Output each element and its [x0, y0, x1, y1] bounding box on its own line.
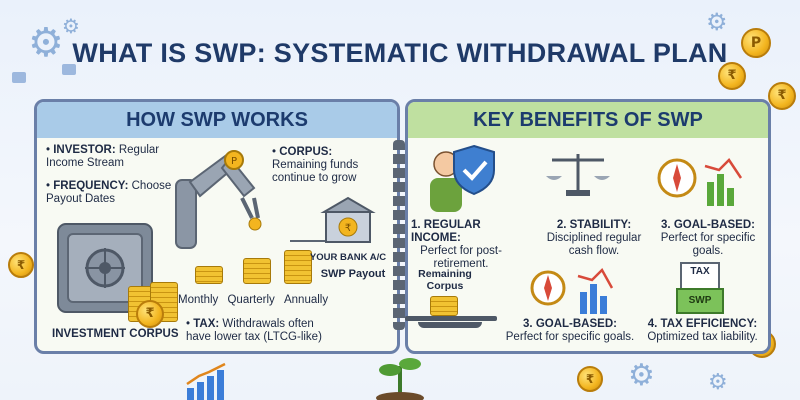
growth-chart-icon — [186, 362, 226, 400]
compass-chart-icon — [657, 158, 743, 206]
benefit-goal-based-2: 3. GOAL-BASED: Perfect for specific goal… — [506, 318, 634, 344]
benefit-text: Optimized tax liability. — [647, 331, 758, 343]
benefit-title: 3. GOAL-BASED: — [661, 219, 755, 231]
arrow-icon — [290, 240, 330, 242]
rupee-coin-icon: ₹ — [768, 82, 796, 110]
rupee-coin-icon: ₹ — [136, 300, 164, 328]
benefit-text: Disciplined regular cash flow. — [546, 232, 642, 257]
rupee-coin-icon: ₹ — [718, 62, 746, 90]
payout-label-annually: Annually — [283, 294, 329, 306]
gear-icon: ⚙ — [706, 8, 728, 36]
investor-note: • INVESTOR: Regular Income Stream — [46, 144, 160, 169]
rupee-coin-icon: ₹ — [8, 252, 34, 278]
investment-corpus-label: INVESTMENT CORPUS — [52, 328, 179, 340]
benefit-text: Perfect for specific goals. — [505, 331, 635, 343]
bank-icon: ₹ — [320, 196, 376, 243]
benefit-stability: 2. STABILITY: Disciplined regular cash f… — [534, 219, 654, 258]
coin-stack-icon — [430, 296, 458, 316]
lock-icon — [62, 64, 76, 75]
coin-stack-icon — [243, 258, 271, 284]
payout-frequency-labels: Monthly Quarterly Annually — [178, 294, 338, 306]
benefit-text: Perfect for post-retirement. — [420, 245, 502, 270]
benefit-title: 1. REGULAR INCOME: — [411, 219, 481, 244]
gear-icon: ⚙ — [628, 358, 655, 393]
gear-icon: ⚙ — [28, 20, 64, 66]
benefit-tax-efficiency: 4. TAX EFFICIENCY: Optimized tax liabili… — [640, 318, 765, 344]
bullet-icon: • — [46, 144, 54, 156]
rupee-coin-icon: ₹ — [577, 366, 603, 392]
balance-scale-icon — [546, 154, 610, 196]
robotic-arm-icon: P — [175, 150, 262, 249]
retiree-shield-icon — [430, 144, 495, 212]
benefit-title: 4. TAX EFFICIENCY: — [647, 318, 758, 330]
svg-text:₹: ₹ — [345, 223, 351, 234]
bank-account-label: YOUR BANK A/C — [309, 252, 387, 263]
benefit-title: 3. GOAL-BASED: — [523, 318, 617, 330]
corpus-note: • CORPUS: Remaining funds continue to gr… — [272, 146, 359, 184]
payout-label-monthly: Monthly — [178, 294, 219, 306]
coin-stack-icon — [195, 266, 223, 284]
panel-header: KEY BENEFITS OF SWP — [408, 102, 768, 138]
frequency-note: • FREQUENCY: Choose Payout Dates — [46, 180, 172, 205]
tax-note: • TAX: Withdrawals often have lower tax … — [186, 318, 322, 343]
benefit-title: 2. STABILITY: — [556, 219, 632, 231]
benefit-regular-income: 1. REGULAR INCOME: Perfect for post-reti… — [411, 219, 531, 271]
coin-icon: P — [741, 28, 771, 58]
benefit-text: Perfect for specific goals. — [660, 232, 756, 257]
benefit-goal-based: 3. GOAL-BASED: Perfect for specific goal… — [654, 219, 762, 258]
seesaw-base — [418, 322, 482, 328]
plant-icon — [376, 358, 424, 400]
page-title: WHAT IS SWP: SYSTEMATIC WITHDRAWAL PLAN — [72, 38, 728, 68]
remaining-corpus-label: Remaining Corpus — [418, 268, 472, 292]
chain-icon — [393, 140, 405, 330]
swp-payout-label: SWP Payout — [320, 268, 386, 280]
svg-text:P: P — [231, 156, 237, 167]
payout-label-quarterly: Quarterly — [227, 294, 275, 306]
gear-icon: ⚙ — [708, 370, 728, 395]
bullet-icon: • — [186, 318, 194, 330]
bullet-icon: • — [46, 180, 54, 192]
seesaw-board — [405, 316, 497, 321]
swp-banknote-icon: SWP — [676, 288, 724, 314]
bullet-icon: • — [272, 146, 280, 158]
panel-header: HOW SWP WORKS — [37, 102, 397, 138]
gear-icon: ⚙ — [62, 14, 80, 38]
coin-stack-icon — [284, 250, 312, 284]
lock-icon — [12, 72, 26, 83]
compass-chart-icon — [530, 267, 614, 314]
